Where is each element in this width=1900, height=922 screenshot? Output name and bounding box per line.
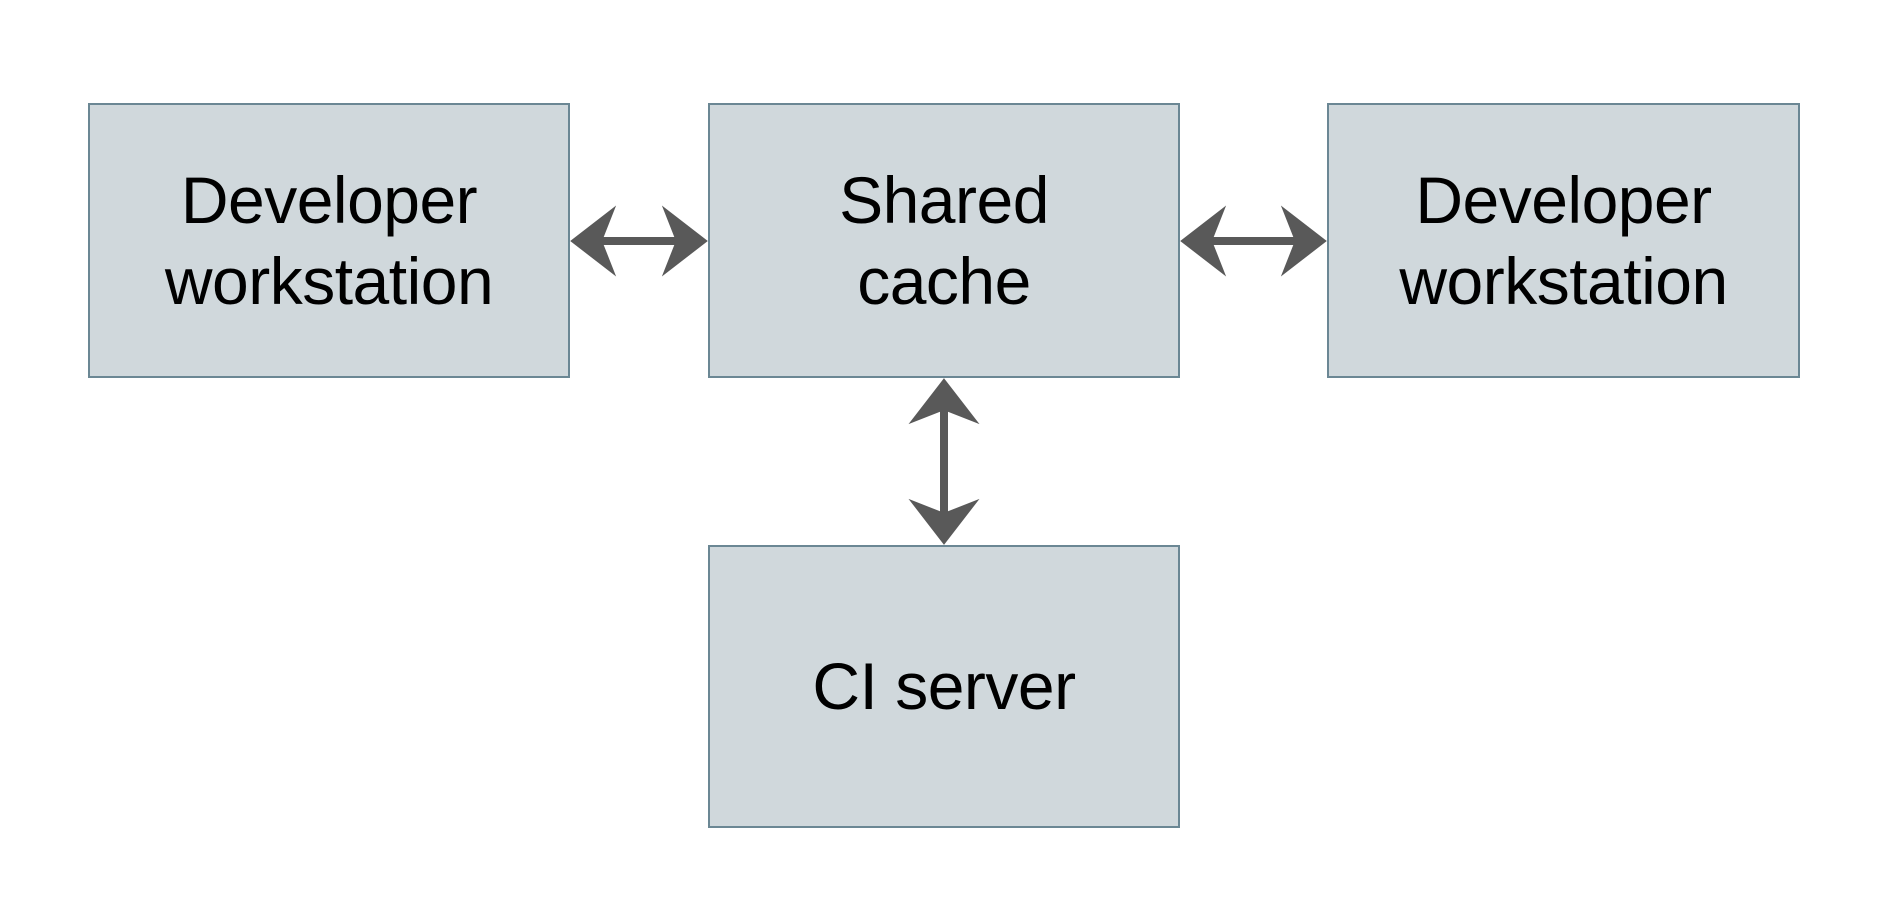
node-label: CI server [812,649,1076,724]
node-label: Developer workstation [1399,162,1728,318]
node-developer-workstation-right[interactable]: Developer workstation [1327,103,1800,378]
node-label: Developer workstation [164,162,494,318]
node-developer-workstation-left[interactable]: Developer workstation [88,103,570,378]
node-shared-cache[interactable]: Shared cache [708,103,1180,378]
node-label: Shared cache [839,162,1049,318]
node-ci-server[interactable]: CI server [708,545,1180,828]
